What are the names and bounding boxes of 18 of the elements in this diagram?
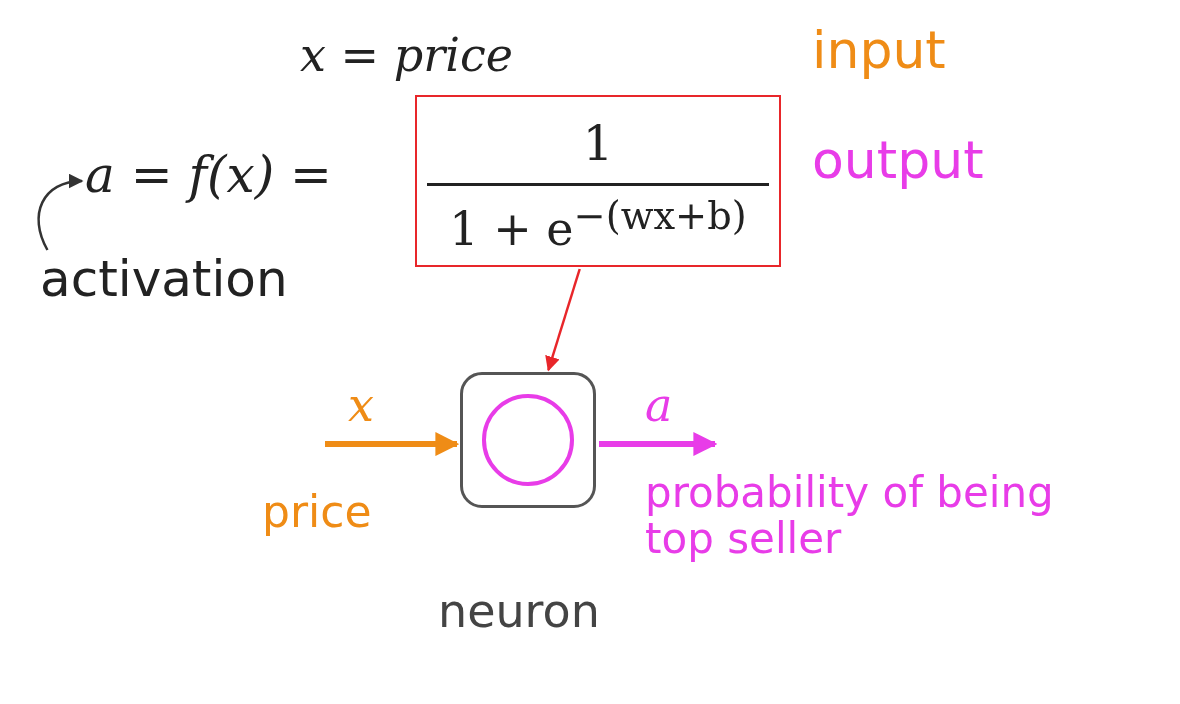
edge-label: a bbox=[645, 380, 673, 431]
annotation-text: output bbox=[812, 132, 984, 190]
leader-line bbox=[37, 174, 84, 251]
annotation-text: input bbox=[812, 22, 946, 80]
formula-box bbox=[415, 95, 781, 267]
neuron-symbol bbox=[460, 372, 596, 508]
annotation-text: probability of being top seller bbox=[645, 470, 1055, 563]
fraction-denominator: 1 + e$^{−(wx+b)}$ bbox=[448, 193, 748, 257]
arrow bbox=[599, 432, 718, 456]
fraction-numerator: 1 bbox=[581, 115, 615, 171]
annotation-text: price bbox=[262, 488, 372, 537]
arrow bbox=[325, 432, 460, 457]
equation-text: a = f(x) = bbox=[85, 148, 332, 203]
annotation-text: activation bbox=[40, 252, 288, 307]
arrow bbox=[545, 268, 581, 372]
node-caption: neuron bbox=[438, 586, 600, 637]
edge-label: x bbox=[348, 380, 374, 431]
equation-text: x = price bbox=[300, 30, 513, 81]
